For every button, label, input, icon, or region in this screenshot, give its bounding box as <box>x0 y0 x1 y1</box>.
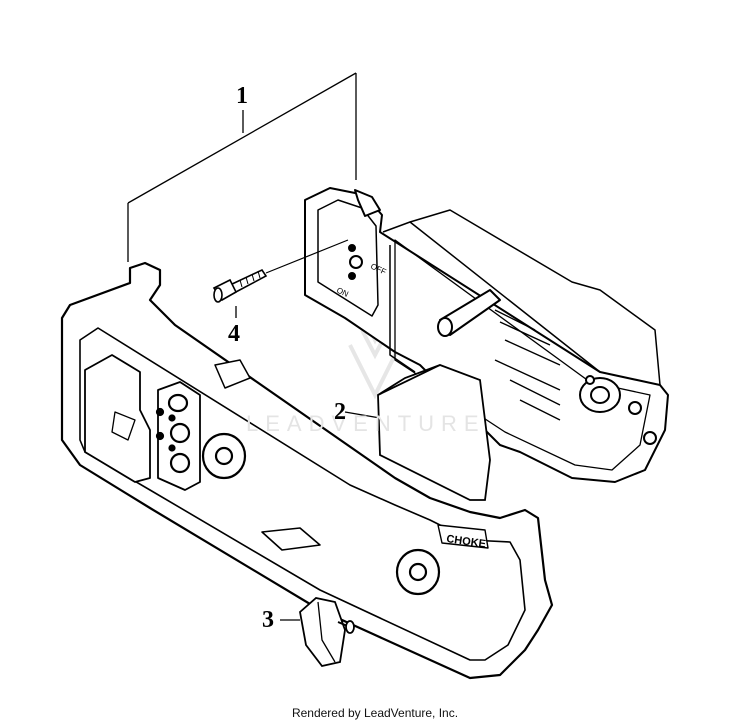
callout-1-leader <box>127 72 357 262</box>
callout-label-4: 4 <box>228 321 240 347</box>
filter-element <box>377 364 491 501</box>
choke-label: CHOKE <box>446 533 487 550</box>
callout-label-2: 2 <box>334 399 346 425</box>
watermark-text: LEADVENTURE <box>246 411 486 436</box>
footer-credit: Rendered by LeadVenture, Inc. <box>291 706 459 720</box>
screw-leader <box>265 239 349 274</box>
callout-label-3: 3 <box>262 607 274 633</box>
knob <box>299 597 355 668</box>
callout-2-leader <box>344 411 381 419</box>
callout-label-1: 1 <box>236 83 248 109</box>
screw <box>212 268 268 303</box>
front-panel <box>60 261 554 680</box>
